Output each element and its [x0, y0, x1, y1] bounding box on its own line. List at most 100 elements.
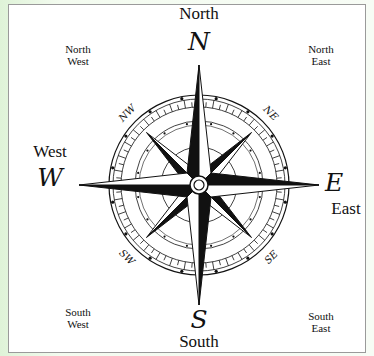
tick-mark — [219, 260, 220, 265]
tick-mark — [274, 205, 279, 206]
tick-mark — [277, 191, 282, 192]
tick-mark — [254, 240, 258, 244]
tick-mark — [151, 117, 154, 121]
star-point — [199, 65, 211, 185]
ring-dot — [259, 172, 261, 174]
ring-dot — [137, 172, 139, 174]
star-point — [199, 185, 211, 305]
ring-dot — [111, 201, 114, 204]
tick-mark — [244, 249, 247, 253]
tick-mark — [164, 110, 166, 115]
tick-mark — [249, 245, 254, 251]
tick-mark — [191, 263, 192, 268]
ring-dot — [215, 270, 218, 273]
tick-mark — [213, 100, 214, 108]
tick-mark — [277, 177, 282, 178]
ring-dot — [111, 166, 114, 169]
star-point — [79, 173, 199, 185]
direction-label: North East — [299, 43, 343, 67]
heading-label: North — [179, 5, 219, 24]
ring-dot — [163, 132, 165, 134]
tick-mark — [274, 164, 279, 165]
heading-label: South — [179, 333, 219, 352]
direction-label: South West — [56, 306, 100, 330]
direction-letter: E — [325, 169, 343, 197]
ring-dot — [210, 245, 212, 247]
tick-mark — [259, 235, 265, 240]
tick-mark — [133, 235, 139, 240]
ring-dot — [186, 245, 188, 247]
direction-label: South East — [299, 310, 343, 334]
tick-mark — [184, 262, 185, 270]
tick-mark — [238, 253, 242, 260]
ring-dot — [246, 110, 249, 113]
tick-mark — [191, 102, 192, 107]
ring-dot — [180, 97, 183, 100]
tick-mark — [114, 199, 122, 200]
tick-mark — [213, 262, 214, 270]
direction-letter: W — [37, 164, 63, 192]
ring-dot — [180, 270, 183, 273]
tick-mark — [259, 130, 265, 135]
tick-mark — [140, 240, 144, 244]
tick-mark — [118, 156, 126, 159]
tick-mark — [116, 177, 121, 178]
star-point — [199, 173, 319, 185]
tick-mark — [270, 218, 275, 220]
tick-mark — [156, 111, 160, 118]
tick-mark — [232, 256, 234, 261]
direction-label: North West — [56, 43, 100, 67]
ring-dot — [232, 132, 234, 134]
ring-dot — [186, 123, 188, 125]
tick-mark — [125, 224, 132, 228]
tick-mark — [276, 199, 284, 200]
tick-mark — [263, 230, 267, 233]
ring-dot — [124, 232, 127, 235]
ring-dot — [271, 135, 274, 138]
tick-mark — [267, 142, 274, 146]
star-point — [79, 185, 199, 197]
tick-mark — [119, 164, 124, 165]
tick-mark — [244, 117, 247, 121]
direction-letter: S — [190, 306, 207, 334]
tick-mark — [276, 170, 284, 171]
star-point — [187, 185, 199, 305]
tick-mark — [131, 137, 135, 140]
direction-letter: N — [188, 28, 210, 56]
ring-dot — [284, 166, 287, 169]
ring-dot — [249, 218, 251, 220]
ring-dot — [146, 218, 148, 220]
tick-mark — [178, 260, 179, 265]
tick-mark — [116, 191, 121, 192]
tick-mark — [272, 212, 280, 215]
tick-mark — [133, 130, 139, 135]
tick-mark — [205, 263, 206, 268]
tick-mark — [131, 230, 135, 233]
tick-mark — [226, 104, 229, 112]
tick-mark — [119, 205, 124, 206]
ring-dot — [124, 135, 127, 138]
tick-mark — [249, 119, 254, 125]
tick-mark — [164, 256, 166, 261]
tick-mark — [267, 224, 274, 228]
ring-dot — [149, 110, 152, 113]
tick-mark — [140, 126, 144, 130]
tick-mark — [151, 249, 154, 253]
tick-mark — [156, 253, 160, 260]
ring-dot — [215, 97, 218, 100]
tick-mark — [170, 104, 173, 112]
tick-mark — [125, 142, 132, 146]
tick-mark — [232, 110, 234, 115]
ring-dot — [163, 235, 165, 237]
tick-mark — [272, 156, 280, 159]
center-hub — [190, 176, 208, 194]
tick-mark — [263, 137, 267, 140]
ring-dot — [271, 232, 274, 235]
tick-mark — [144, 119, 149, 125]
ring-dot — [210, 123, 212, 125]
ring-dot — [284, 201, 287, 204]
tick-mark — [254, 126, 258, 130]
heading-label: West — [33, 143, 67, 162]
tick-mark — [124, 218, 129, 220]
tick-mark — [219, 105, 220, 110]
